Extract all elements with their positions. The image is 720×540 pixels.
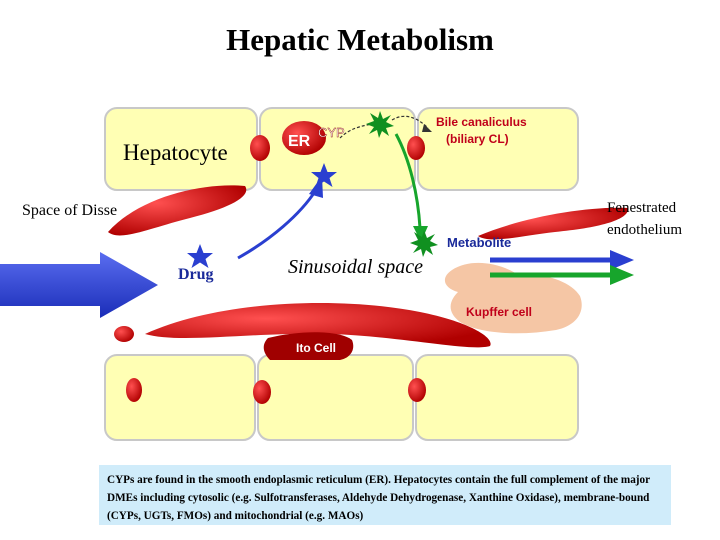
label-er: ER xyxy=(288,133,311,150)
ito-cell-shape xyxy=(263,332,354,360)
drug-uptake-arrow xyxy=(237,189,318,260)
metabolite-efflux-arrow xyxy=(394,133,422,229)
label-metabolite: Metabolite xyxy=(447,235,511,250)
label-fenestrated-line2: endothelium xyxy=(607,222,682,238)
label-ito-cell: Ito Cell xyxy=(296,341,336,355)
label-fenestrated-line1: Fenestrated xyxy=(607,200,677,216)
er-blob xyxy=(282,121,326,155)
caption-box: CYPs are found in the smooth endoplasmic… xyxy=(99,465,671,525)
nucleus xyxy=(126,378,142,402)
label-bile-line2: (biliary CL) xyxy=(446,132,509,146)
drug-star-icon xyxy=(311,163,337,187)
blood-inflow-arrow xyxy=(0,252,158,318)
label-cyp: CYP xyxy=(318,125,345,140)
hepatocyte-cell xyxy=(259,107,416,191)
metabolite-starburst-top xyxy=(366,111,394,138)
hepatocyte-cell xyxy=(415,354,579,441)
hepatocyte-cell xyxy=(104,354,256,441)
bile-dashed-arrowhead xyxy=(422,124,432,132)
nucleus xyxy=(408,378,426,402)
label-kupffer-cell: Kupffer cell xyxy=(466,305,532,319)
drug-star-icon xyxy=(187,244,213,268)
hepatocyte-row-bottom xyxy=(104,354,579,441)
endothelial-cell-left xyxy=(108,185,247,236)
kupffer-cell-shape xyxy=(444,262,582,334)
nucleus xyxy=(253,380,271,404)
blood-cell xyxy=(114,326,134,342)
hepatocyte-cell xyxy=(257,354,414,441)
label-bile-line1: Bile canaliculus xyxy=(436,115,527,129)
label-hepatocyte: Hepatocyte xyxy=(123,140,228,165)
label-drug: Drug xyxy=(178,266,214,283)
slide-title: Hepatic Metabolism xyxy=(226,22,494,57)
metabolite-efflux-arrowhead xyxy=(413,226,428,242)
nucleus xyxy=(250,135,270,161)
endothelial-cell-bottom xyxy=(145,302,491,348)
outflow-arrows xyxy=(490,250,634,285)
label-sinusoidal-space: Sinusoidal space xyxy=(288,256,423,278)
endothelial-cell-right xyxy=(478,207,629,240)
metabolite-starburst-bottom xyxy=(410,230,438,257)
caption-text: CYPs are found in the smooth endoplasmic… xyxy=(107,474,650,522)
nucleus xyxy=(407,136,425,160)
label-space-of-disse: Space of Disse xyxy=(22,202,117,219)
